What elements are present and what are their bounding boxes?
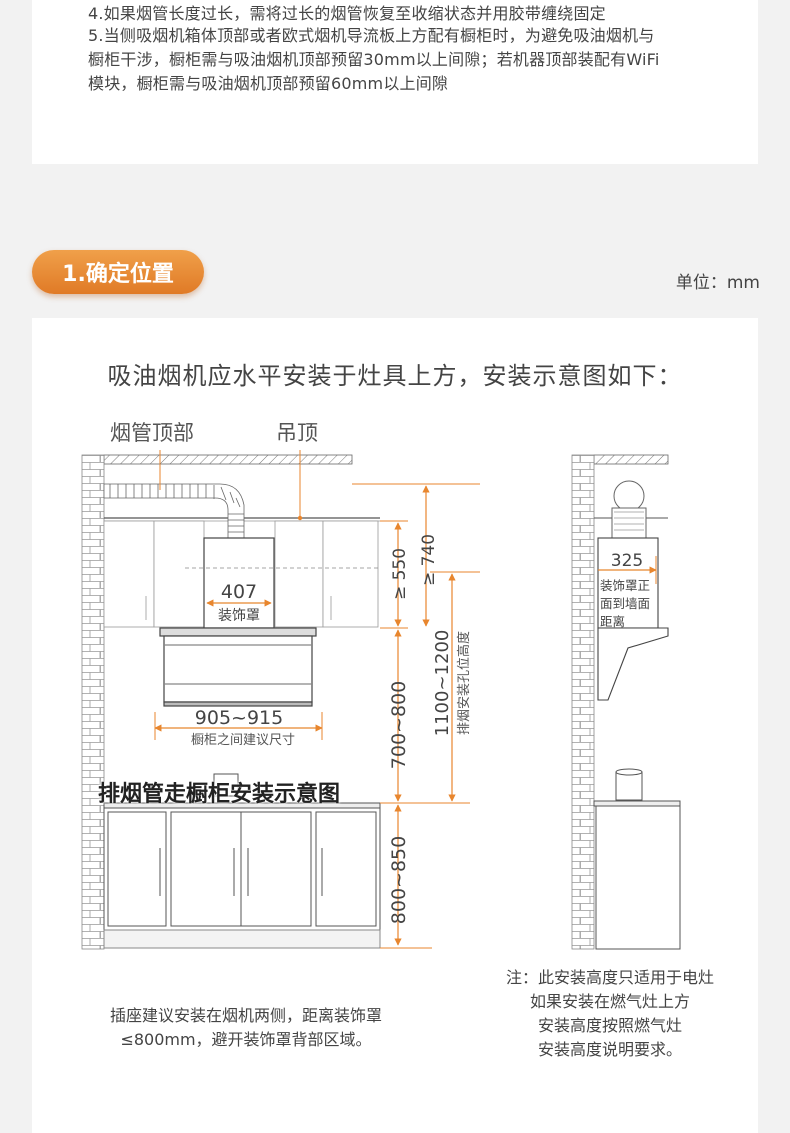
- caption-left-1: 插座建议安装在烟机两侧，距离装饰罩: [109, 1006, 382, 1025]
- diagram-heading: 吸油烟机应水平安装于灶具上方，安装示意图如下：: [107, 362, 683, 390]
- note-line-4: 4.如果烟管长度过长，需将过长的烟管恢复至收缩状态并用胶带缠绕固定: [88, 4, 606, 23]
- cabinet-gap-label: 橱柜之间建议尺寸: [191, 733, 295, 748]
- pot-icon: [208, 773, 244, 797]
- dim-700-800: 700~800: [388, 681, 410, 769]
- hood-width-label: 装饰罩: [218, 608, 260, 624]
- side-label-2: 面到墙面: [600, 596, 650, 611]
- side-value: 325: [611, 551, 643, 571]
- hood-body: [159, 627, 317, 707]
- caption-right-4: 安装高度说明要求。: [537, 1040, 682, 1059]
- left-wall: [81, 454, 105, 950]
- lower-cabinets: [103, 807, 381, 949]
- dim-1100-1200: 1100~1200: [432, 630, 453, 737]
- upper-cabinets: [103, 520, 379, 628]
- note-line-5a: 5.当侧吸烟机箱体顶部或者欧式烟机导流板上方配有橱柜时，为避免吸油烟机与: [88, 26, 655, 45]
- cabinet-gap-value: 905~915: [195, 707, 283, 729]
- front-view: [81, 450, 480, 950]
- label-ceiling: 吊顶: [276, 421, 318, 445]
- dim-740: ≥ 740: [419, 534, 439, 586]
- overlay-title: 排烟管走橱柜安装示意图: [98, 782, 341, 807]
- dim-hole-label: 排烟安装孔位高度: [456, 631, 472, 735]
- caption-right: 注：此安装高度只适用于电灶 如果安装在燃气灶上方 安装高度按照燃气灶 安装高度说…: [480, 966, 740, 1062]
- note-line-5b: 橱柜干涉，橱柜需与吸油烟机顶部预留30mm以上间隙；若机器顶部装配有WiFi: [88, 50, 660, 69]
- notes-card: [32, 0, 758, 164]
- note-line-5c: 模块，橱柜需与吸油烟机顶部预留60mm以上间隙: [88, 74, 449, 93]
- caption-left: 插座建议安装在烟机两侧，距离装饰罩 ≤800mm，避开装饰罩背部区域。: [86, 1004, 406, 1052]
- dim-800-850: 800~850: [388, 836, 410, 924]
- caption-right-2: 如果安装在燃气灶上方: [529, 992, 690, 1011]
- label-duct-top: 烟管顶部: [110, 421, 194, 445]
- side-label-3: 距离: [600, 614, 625, 629]
- caption-right-1: 注：此安装高度只适用于电灶: [505, 968, 714, 987]
- section-title-badge: 1.确定位置: [32, 250, 204, 294]
- hood-width-value: 407: [221, 581, 257, 603]
- unit-label: 单位：mm: [675, 273, 760, 293]
- duct-end: [613, 480, 645, 512]
- ceiling-hatch: [103, 454, 353, 465]
- caption-left-2: ≤800mm，避开装饰罩背部区域。: [120, 1030, 372, 1049]
- side-label-1: 装饰罩正: [600, 578, 650, 593]
- right-wall: [571, 454, 595, 950]
- side-hood: [597, 627, 669, 701]
- caption-right-3: 安装高度按照燃气灶: [537, 1016, 682, 1035]
- side-view: [571, 454, 681, 950]
- hood-chimney: [203, 537, 275, 629]
- dim-550: ≥ 550: [390, 548, 410, 600]
